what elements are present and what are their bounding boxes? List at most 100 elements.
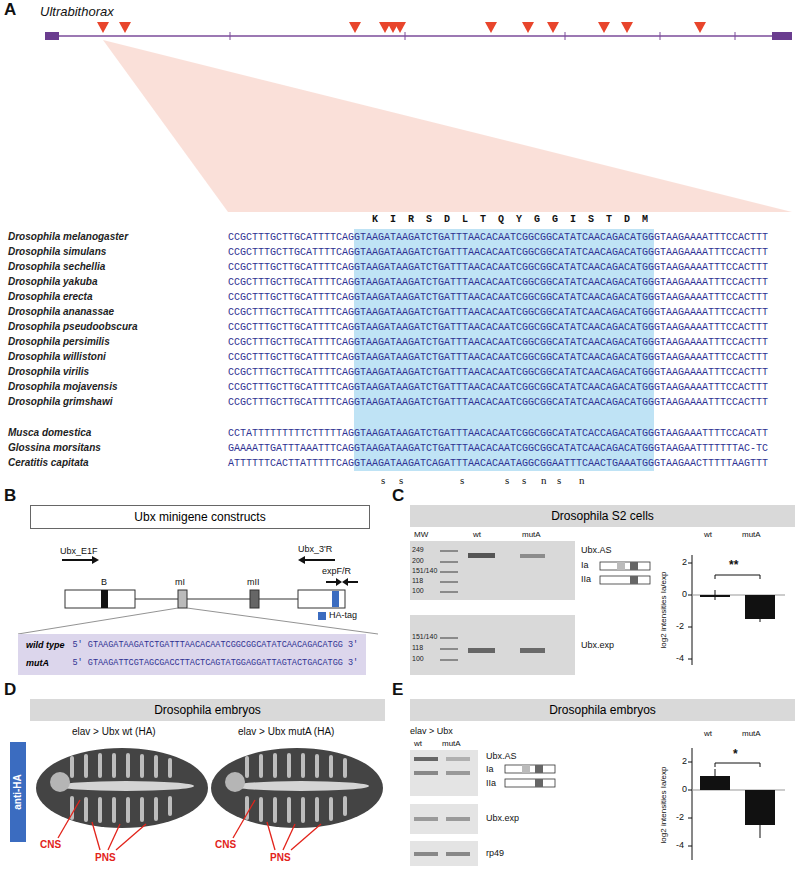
node-text: 5' GTAAGATAAGATCTGATTTAACACAATCGGCGGCATA… [73, 640, 359, 650]
node-text: 5' GTAAGATTCGTAGCGACCTTACTCAGTATGGAGGATT… [73, 658, 359, 668]
zoom-wedge [103, 40, 792, 212]
species-name: Drosophila melanogaster [8, 231, 128, 243]
tick-label: -2 [676, 812, 684, 823]
exon-block [45, 32, 59, 40]
node-text: anti-HA [12, 774, 24, 810]
lane-label: MW [414, 530, 428, 540]
aligned-sequence: GAAAATTGATTTAAATTTCAGGTAAGATAAGATCTGATTT… [228, 443, 768, 455]
ladder-bands [440, 550, 458, 661]
exon-mii [250, 590, 259, 608]
substitution-type: s [557, 474, 561, 487]
gel-band [468, 648, 495, 653]
panel-letter: C [392, 486, 404, 506]
species-name: Drosophila persimilis [8, 336, 110, 348]
gel [410, 804, 478, 834]
node-text: wild type [26, 640, 65, 651]
structure-label: CNS [40, 839, 61, 851]
band-label: rp49 [486, 848, 504, 859]
bar-label: wt [704, 729, 712, 739]
isoform-label: Ia [581, 560, 589, 571]
band-label: Ubx.exp [486, 813, 519, 824]
lane-label: mutA [442, 739, 461, 749]
gel-band [446, 757, 470, 761]
band-label: Ubx.AS [581, 545, 612, 556]
structure-label: PNS [95, 852, 116, 864]
tick-label: 0 [682, 589, 687, 600]
gene-name: Ultrabithorax [40, 4, 114, 20]
error-bar [760, 825, 761, 838]
aligned-sequence: CCGCTTTGCTTGCATTTTCAGGTAAGATAAGATCTGATTT… [228, 322, 768, 334]
aligned-sequence: CCGCTTTGCTTGCATTTTCAGGTAAGATAAGATCTGATTT… [228, 397, 768, 409]
substitution-type: s [399, 474, 403, 487]
bar-label: mutA [742, 729, 761, 739]
exon-label: mII [247, 577, 260, 588]
lane-label: wt [473, 530, 481, 540]
bar [745, 790, 775, 825]
species-name: Drosophila ananassae [8, 306, 114, 318]
isoform-label: Ia [486, 764, 494, 775]
species-name: Drosophila willistoni [8, 351, 106, 363]
aligned-sequence: CCGCTTTGCTTGCATTTTCAGGTAAGATAAGATCTGATTT… [228, 352, 768, 364]
exon-box [298, 590, 345, 608]
gene-ticks [230, 32, 735, 40]
gel-band [414, 757, 438, 761]
aligned-sequence: CCGCTTTGCTTGCATTTTCAGGTAAGATAAGATCTGATTT… [228, 307, 768, 319]
panel-letter: B [4, 486, 16, 506]
primer-label: Ubx_E1F [60, 546, 98, 557]
band-label: Ubx.AS [486, 751, 517, 762]
aligned-sequence: CCGCTTTGCTTGCATTTTCAGGTAAGATAAGATCTGATTT… [228, 292, 768, 304]
significance-mark: ** [729, 558, 738, 572]
bar [700, 776, 730, 790]
exon-mi [178, 590, 187, 608]
error-bar [715, 590, 716, 600]
aligned-sequence: CCTATTTTTTTTTCTTTTTAGGTAAGATAAGATCTGATTT… [228, 428, 768, 440]
section-header: Drosophila embryos [30, 699, 385, 721]
gene-line [45, 35, 792, 37]
tick-label: -2 [676, 621, 684, 632]
aligned-sequence: CCGCTTTGCTTGCATTTTCAGGTAAGATAAGATCTGATTT… [228, 247, 768, 259]
legend-text: HA-tag [329, 610, 357, 621]
zoom-lines [18, 608, 378, 634]
bar-label: wt [704, 530, 712, 540]
tick-label: 2 [682, 557, 687, 568]
lane-label: mutA [522, 530, 541, 540]
primer-heads [92, 556, 348, 586]
aligned-sequence: CCGCTTTGCTTGCATTTTCAGGTAAGATAAGATCTGATTT… [228, 232, 768, 244]
size-marker: 118 [412, 577, 423, 585]
panel-letter: D [4, 680, 16, 700]
species-name: Drosophila grimshawi [8, 396, 112, 408]
isoform-label: IIa [486, 778, 496, 789]
gel [410, 750, 478, 796]
node-text: Drosophila embryos [416, 703, 789, 717]
lane-label: wt [414, 739, 422, 749]
species-name: Drosophila erecta [8, 291, 92, 303]
size-marker: 249 [412, 546, 424, 554]
aligned-sequence: CCGCTTTGCTTGCATTTTCAGGTAAGATAAGATCTGATTT… [228, 367, 768, 379]
isoform-label: IIa [581, 574, 591, 585]
species-name: Drosophila virilis [8, 366, 89, 378]
node-text: Ubx minigene constructs [37, 510, 363, 524]
aligned-sequence: CCGCTTTGCTTGCATTTTCAGGTAAGATAAGATCTGATTT… [228, 337, 768, 349]
aligned-sequence: CCGCTTTGCTTGCATTTTCAGGTAAGATAAGATCTGATTT… [228, 262, 768, 274]
species-name: Ceratitis capitata [8, 457, 89, 469]
tick-label: -4 [676, 653, 684, 664]
axis-title: log2 intensities Ia/exp [659, 572, 669, 649]
genotype-label: elav > Ubx wt (HA) [72, 726, 156, 738]
axis-title: log2 intensities Ia/exp [659, 767, 669, 844]
aligned-sequence: CCGCTTTGCTTGCATTTTCAGGTAAGATAAGATCTGATTT… [228, 382, 768, 394]
bar-label: mutA [742, 530, 761, 540]
tick-label: 2 [682, 756, 687, 767]
substitution-type: s [505, 474, 509, 487]
exon-box [65, 590, 135, 608]
structure-label: CNS [215, 839, 236, 851]
gel-band [446, 852, 470, 856]
size-marker: 200 [412, 557, 424, 565]
stain-band: anti-HA [10, 742, 26, 842]
gel [410, 615, 575, 675]
substitution-type: n [579, 474, 585, 487]
tick-label: -4 [676, 840, 684, 851]
legend-swatch [318, 612, 326, 620]
substitution-type: n [541, 474, 547, 487]
sequence-box: wild type 5' GTAAGATAAGATCTGATTTAACACAATC… [18, 634, 366, 675]
